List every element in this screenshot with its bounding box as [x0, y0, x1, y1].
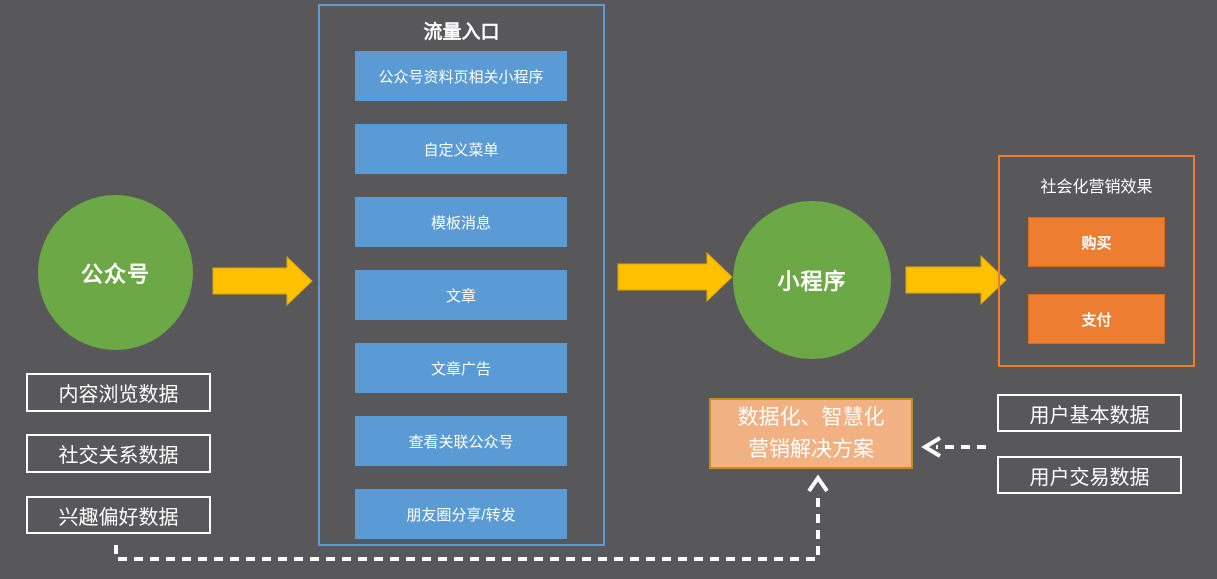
- data-box-content-browsing: 内容浏览数据: [26, 373, 211, 412]
- dashed-elbow-behaviordata-head: [807, 474, 829, 493]
- dashed-arrow-userdata-head: [921, 436, 942, 458]
- data-box-social-relation: 社交关系数据: [26, 434, 211, 473]
- data-box-user-transaction: 用户交易数据: [997, 456, 1182, 494]
- traffic-entry-panel: [318, 4, 605, 546]
- marketing-effect-panel: [998, 155, 1195, 367]
- mini-program-node: 小程序: [733, 201, 891, 359]
- traffic-entry-title: 流量入口: [423, 21, 500, 43]
- traffic-item-article: 文章: [355, 270, 567, 320]
- traffic-item-linked-account: 查看关联公众号: [355, 416, 567, 466]
- flow-arrow-1: [212, 255, 313, 307]
- solution-line1: 数据化、智慧化: [737, 406, 885, 429]
- traffic-item-template-message: 模板消息: [355, 197, 567, 247]
- buy-box: 购买: [1028, 217, 1165, 267]
- data-box-user-basic: 用户基本数据: [997, 394, 1182, 432]
- traffic-item-custom-menu: 自定义菜单: [355, 124, 567, 174]
- flow-arrow-2: [617, 251, 733, 303]
- pay-box: 支付: [1028, 294, 1165, 344]
- mini-program-label: 小程序: [777, 269, 847, 294]
- traffic-item-moments-share: 朋友圈分享/转发: [355, 489, 567, 539]
- data-box-interest-preference: 兴趣偏好数据: [26, 496, 211, 534]
- official-account-node: 公众号: [38, 195, 193, 350]
- traffic-item-article-ad: 文章广告: [355, 343, 567, 393]
- traffic-item-profile-miniprogram: 公众号资料页相关小程序: [355, 51, 567, 101]
- solution-box: 数据化、智慧化 营销解决方案: [709, 398, 913, 469]
- marketing-effect-title: 社会化营销效果: [1040, 179, 1153, 196]
- official-account-label: 公众号: [80, 261, 150, 287]
- solution-line2: 营销解决方案: [748, 437, 874, 461]
- flow-arrow-3: [905, 254, 1007, 306]
